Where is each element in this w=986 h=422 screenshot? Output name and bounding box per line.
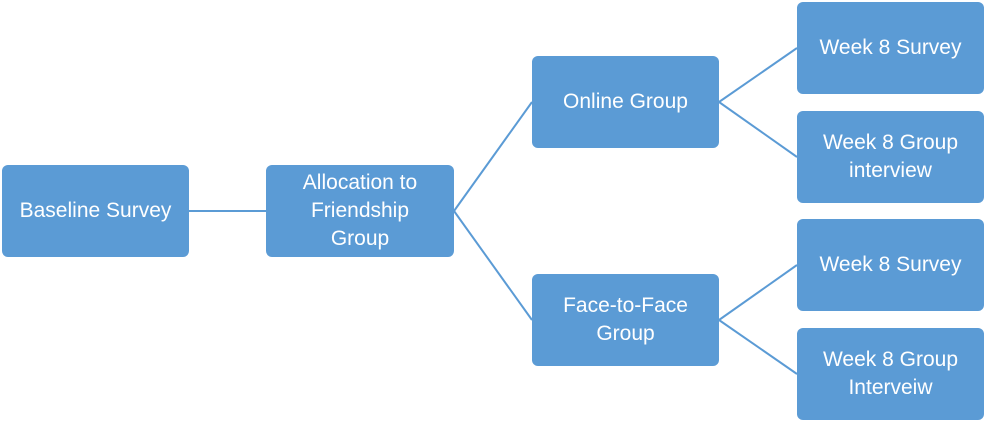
edge-allocation-face-to-face [453,210,533,321]
node-f2f-week8-group-interview: Week 8 Group Interveiw [797,328,984,420]
edge-f2f-week8-interview [718,319,798,375]
edge-f2f-week8-survey [718,264,798,321]
node-baseline-survey: Baseline Survey [2,165,189,257]
node-face-to-face-group: Face-to-Face Group [532,274,719,366]
node-online-week8-survey: Week 8 Survey [797,2,984,94]
edge-online-week8-interview [718,101,798,158]
node-allocation-to-friendship-group: Allocation to Friendship Group [266,165,454,257]
node-f2f-week8-survey: Week 8 Survey [797,219,984,311]
edge-online-week8-survey [718,47,798,103]
node-online-week8-group-interview: Week 8 Group interview [797,111,984,203]
node-online-group: Online Group [532,56,719,148]
edge-allocation-online [453,101,533,212]
